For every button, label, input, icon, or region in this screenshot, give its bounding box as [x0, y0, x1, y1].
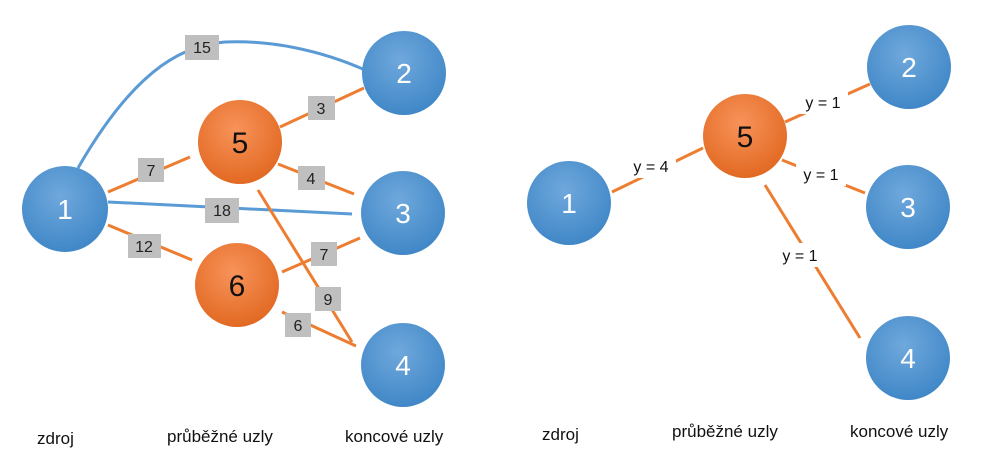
- left-node-3: 3: [361, 171, 445, 255]
- weight-box-18: 18: [205, 198, 239, 223]
- caption-intermediate: průběžné uzly: [672, 422, 778, 441]
- weight-box-4: 4: [298, 166, 325, 190]
- flow-value: y = 1: [805, 95, 840, 112]
- weight-box-9: 9: [315, 287, 341, 311]
- weight-label: 3: [317, 101, 326, 118]
- flow-value: y = 1: [803, 167, 838, 184]
- node-number: 6: [229, 270, 246, 303]
- caption-intermediate: průběžné uzly: [167, 427, 273, 446]
- caption-source: zdroj: [37, 429, 74, 448]
- node-number: 3: [395, 198, 411, 229]
- right-node-2: 2: [867, 25, 951, 109]
- left-graph: 15 7 3 4 18 12 7 9: [22, 31, 446, 448]
- weight-box-7b: 7: [311, 242, 337, 266]
- node-number: 5: [737, 121, 754, 154]
- left-node-4: 4: [361, 323, 445, 407]
- node-number: 3: [900, 192, 916, 223]
- node-number: 1: [561, 188, 577, 219]
- flow-label-5-2: y = 1: [798, 90, 848, 114]
- node-number: 4: [395, 350, 411, 381]
- weight-box-3: 3: [308, 96, 335, 120]
- node-number: 2: [396, 58, 412, 89]
- flow-value: y = 4: [633, 159, 668, 176]
- edge-5-4: [256, 189, 354, 343]
- left-node-5: 5: [198, 100, 282, 184]
- flow-label-1-5: y = 4: [626, 154, 676, 178]
- weight-box-7a: 7: [138, 158, 164, 182]
- left-node-2: 2: [362, 31, 446, 115]
- node-number: 2: [901, 52, 917, 83]
- weight-label: 4: [307, 171, 316, 188]
- weight-label: 9: [324, 292, 333, 309]
- weight-label: 12: [135, 239, 153, 256]
- caption-terminal: koncové uzly: [345, 427, 444, 446]
- weight-label: 6: [294, 318, 303, 335]
- flow-label-5-3: y = 1: [796, 162, 846, 186]
- weight-label: 7: [320, 247, 329, 264]
- node-number: 4: [900, 343, 916, 374]
- weight-label: 18: [213, 203, 231, 220]
- weight-box-12: 12: [128, 234, 161, 258]
- weight-label: 7: [147, 163, 156, 180]
- weight-box-15: 15: [185, 35, 219, 60]
- flow-label-5-4: y = 1: [775, 243, 825, 267]
- node-number: 5: [232, 127, 249, 160]
- left-node-6: 6: [195, 243, 279, 327]
- weight-label: 15: [193, 40, 211, 57]
- right-graph: y = 4 y = 1 y = 1 y = 1 1 2 3 4: [527, 25, 951, 444]
- node-number: 1: [57, 194, 73, 225]
- flow-value: y = 1: [782, 248, 817, 265]
- edge-1-2: [76, 40, 366, 169]
- right-node-4: 4: [866, 316, 950, 400]
- right-node-5: 5: [703, 94, 787, 178]
- right-node-1: 1: [527, 161, 611, 245]
- left-node-1: 1: [22, 166, 108, 252]
- caption-terminal: koncové uzly: [850, 422, 949, 441]
- caption-source: zdroj: [542, 425, 579, 444]
- right-node-3: 3: [866, 165, 950, 249]
- weight-box-6: 6: [285, 313, 311, 337]
